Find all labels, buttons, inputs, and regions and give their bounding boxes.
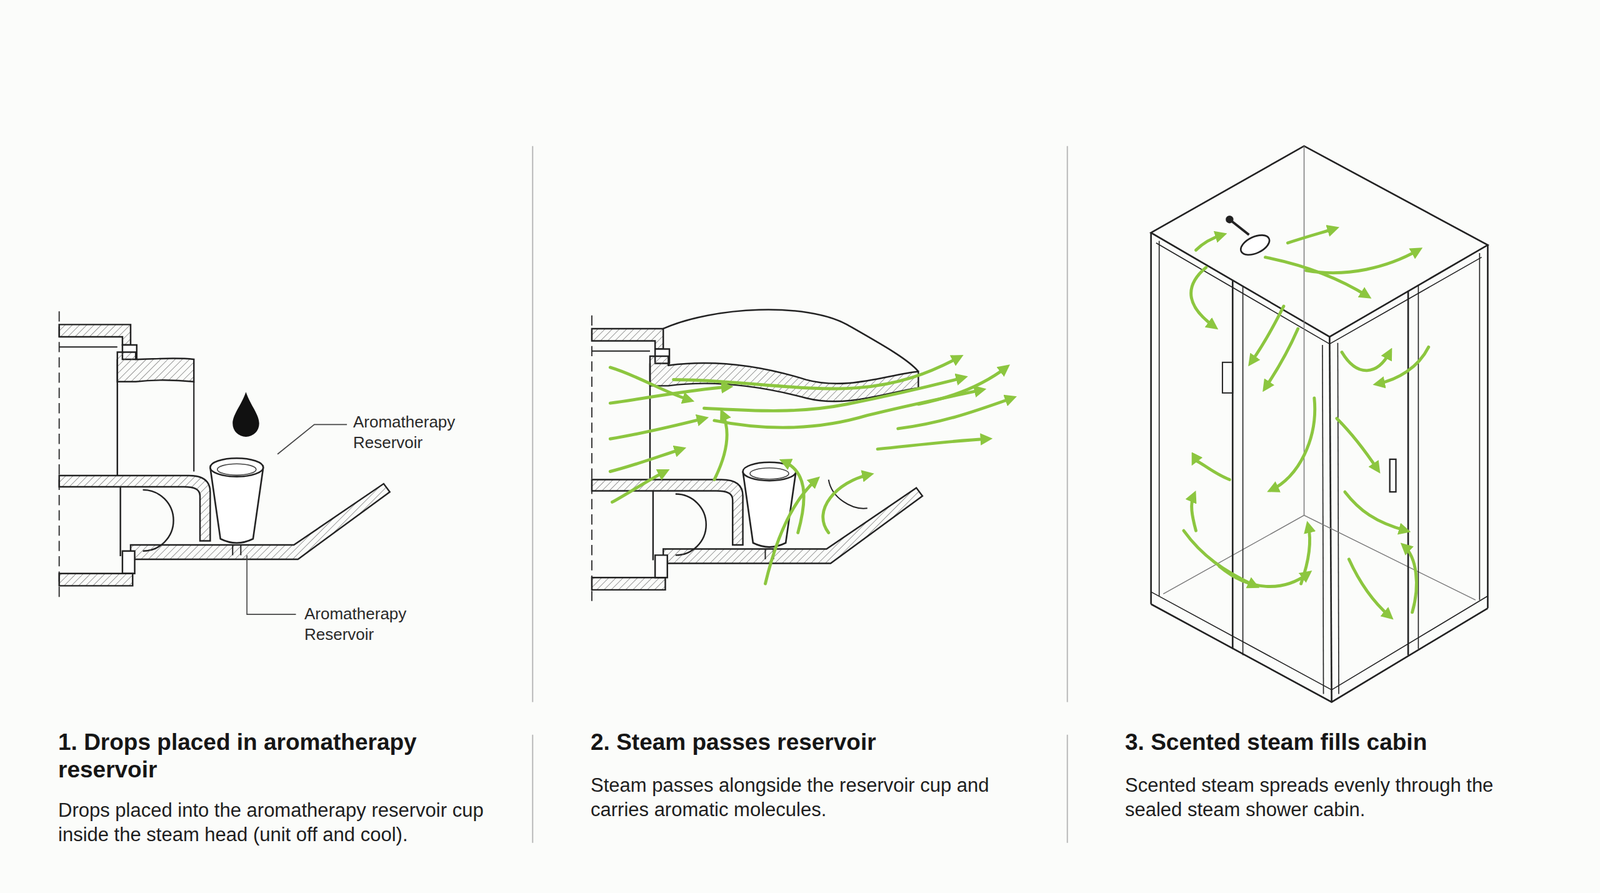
oil-drop: [232, 391, 259, 437]
leader-line: [277, 424, 347, 454]
steam-flow-arrow: [898, 398, 1013, 429]
shower-cabin: [1151, 146, 1489, 703]
shower-cabin: [1479, 253, 1481, 600]
steam-flow-arrow: [1183, 530, 1255, 586]
panel-divider: [531, 735, 534, 844]
steam-flow-arrow: [673, 357, 960, 389]
steam-flow-arrow: [610, 449, 682, 472]
steam-flow-arrow: [610, 386, 729, 404]
steam-flow-arrow: [1345, 491, 1407, 531]
step-description: Drops placed into the aromatherapy reser…: [58, 798, 496, 847]
steam-flow-arrow: [765, 480, 817, 585]
shower-cabin: [1222, 362, 1233, 394]
steam-flow-arrow: [1183, 228, 1429, 617]
steam-flow-arrow: [1271, 398, 1315, 490]
steam-flow-arrow: [1301, 525, 1310, 584]
steam-flow-arrow: [714, 413, 727, 480]
shower-cabin: [1226, 216, 1233, 223]
steam-head-section: [591, 310, 923, 605]
leader-line: [246, 424, 347, 615]
steam-flow-arrow: [1195, 235, 1222, 250]
steam-flow-arrow: [612, 471, 666, 503]
shower-cabin: [1329, 336, 1332, 702]
panel-divider: [1066, 146, 1069, 703]
steam-head-section: [663, 310, 919, 372]
callout-label: Aromatherapy Reservoir: [304, 603, 430, 645]
steam-head-section: [591, 315, 923, 605]
shower-cabin: [1150, 232, 1152, 604]
steam-flow-arrow: [704, 377, 964, 411]
steam-flow-arrow: [1251, 306, 1284, 363]
shower-cabin: [1237, 231, 1272, 259]
steam-flow-arrow: [1219, 566, 1309, 587]
steam-flow-arrow: [1348, 559, 1390, 617]
steam-flow-arrow: [823, 474, 870, 533]
steam-flow-arrow: [877, 438, 988, 449]
shower-cabin: [1322, 345, 1324, 694]
steam-flow-arrow: [1287, 228, 1335, 244]
steam-flow-arrow: [610, 357, 1012, 584]
shower-cabin: [1242, 285, 1244, 655]
steam-flow-arrow: [1306, 250, 1419, 273]
steam-flow-arrow: [610, 367, 690, 400]
shower-cabin: [1418, 285, 1420, 650]
steam-head-section: [193, 381, 195, 472]
step-description: Scented steam spreads evenly through the…: [1125, 773, 1538, 822]
steam-flow-arrow: [1193, 460, 1230, 480]
steam-flow-arrow: [1377, 346, 1429, 384]
step-description: Steam passes alongside the reservoir cup…: [590, 773, 991, 822]
shower-cabin: [1151, 591, 1489, 690]
steam-flow-arrow: [1404, 546, 1417, 613]
steam-flow-arrow: [1336, 418, 1378, 470]
steam-flow-arrow: [1265, 328, 1298, 389]
step-heading: 3. Scented steam fills cabin: [1125, 728, 1575, 757]
panel-divider: [532, 146, 1068, 844]
shower-cabin: [1337, 343, 1339, 695]
step-heading: 2. Steam passes reservoir: [590, 728, 1029, 757]
leader-line: [246, 555, 296, 615]
callout-label: Aromatherapy Reservoir: [353, 411, 479, 454]
step-heading: 1. Drops placed in aromatherapy reservoi…: [58, 728, 521, 784]
shower-cabin: [1158, 241, 1160, 597]
shower-cabin: [1163, 515, 1476, 601]
shower-cabin: [1151, 146, 1489, 337]
steam-head-section: [59, 311, 390, 600]
steam-flow-arrow: [918, 367, 1006, 405]
shower-cabin: [1486, 245, 1489, 609]
panel-divider: [1066, 735, 1069, 844]
steam-flow-arrow: [1265, 257, 1367, 297]
shower-cabin: [1407, 291, 1410, 656]
panel-divider: [531, 146, 534, 703]
shower-cabin: [1390, 459, 1397, 492]
shower-cabin: [1231, 280, 1234, 649]
steam-flow-arrow: [610, 418, 704, 440]
steam-flow-arrow: [783, 461, 804, 533]
shower-cabin: [1156, 243, 1482, 345]
shower-cabin: [1303, 146, 1305, 516]
steam-flow-arrow: [1341, 351, 1390, 370]
steam-head-section: [117, 351, 194, 382]
steam-head-section: [59, 311, 390, 600]
steam-flow-arrow: [1191, 495, 1197, 531]
steam-flow-arrow: [1191, 267, 1215, 327]
